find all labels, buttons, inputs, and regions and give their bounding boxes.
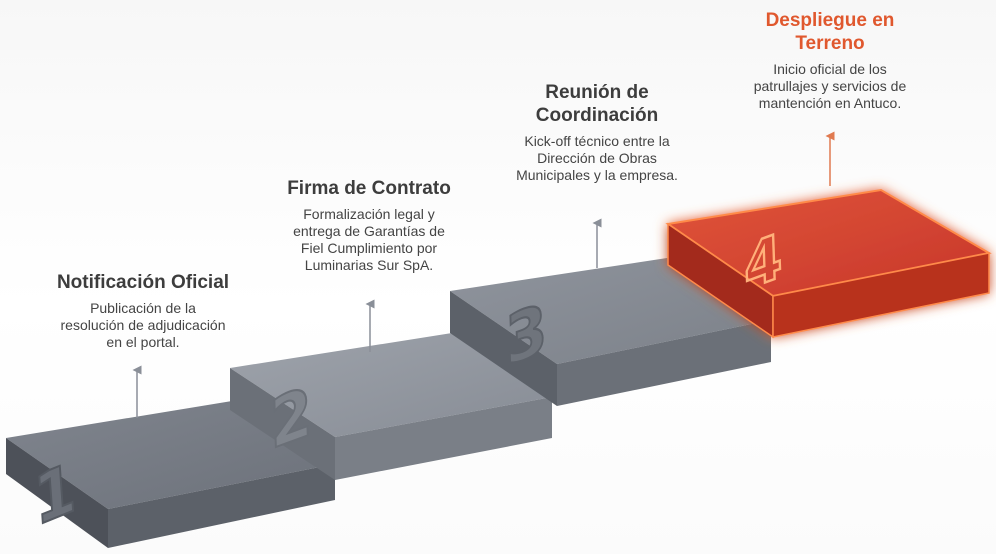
step-1-description: Publicación de la resolución de adjudica… <box>25 300 261 351</box>
step-2-description-line: Luminarias Sur SpA. <box>304 257 434 273</box>
step-block-4: 4 <box>665 188 992 339</box>
step-4-label: Despliegue en Terreno Inicio oficial de … <box>717 9 943 112</box>
step-3-title-line: Coordinación <box>535 105 659 126</box>
step-2-number: 2 <box>269 372 314 465</box>
step-4-description-line: Inicio oficial de los <box>773 61 887 77</box>
step-2-description-line: Formalización legal y <box>303 206 435 222</box>
step-3-description: Kick-off técnico entre la Dirección de O… <box>478 133 716 184</box>
step-3-number: 3 <box>504 289 549 382</box>
step-4-description-line: patrullajes y servicios de <box>753 78 907 94</box>
step-4-front-face <box>772 252 990 338</box>
step-1-label: Notificación Oficial Publicación de la r… <box>25 271 261 351</box>
step-block-3: 3 <box>450 258 771 406</box>
step-4-description: Inicio oficial de los patrullajes y serv… <box>717 61 943 112</box>
step-4-description-line: mantención en Antuco. <box>758 95 902 111</box>
step-2-description: Formalización legal y entrega de Garantí… <box>258 206 480 274</box>
step-1-number: 1 <box>32 448 79 542</box>
step-3-title: Reunión de Coordinación <box>478 81 716 127</box>
step-4-title: Despliegue en Terreno <box>717 9 943 55</box>
step-3-label: Reunión de Coordinación Kick-off técnico… <box>478 81 716 184</box>
step-3-top <box>450 258 771 364</box>
step-2-description-line: Fiel Cumplimiento por <box>300 240 438 256</box>
step-1-front-face <box>108 464 335 548</box>
step-2-description-line: entrega de Garantías de <box>293 223 445 239</box>
step-2-left-face <box>230 368 335 480</box>
step-3-title-line: Reunión de <box>545 82 649 103</box>
step-3-description-line: Dirección de Obras <box>537 150 657 166</box>
step-block-1: 1 <box>6 401 335 548</box>
step-4-title-line: Terreno <box>795 33 865 54</box>
step-3-front-face <box>557 320 771 406</box>
step-1-description-line: Publicación de la <box>90 300 196 316</box>
step-1-left-face <box>6 438 108 548</box>
step-2-top <box>230 333 552 437</box>
step-1-title: Notificación Oficial <box>56 272 230 293</box>
step-1-description-line: resolución de adjudicación <box>60 317 226 333</box>
step-1-top <box>6 401 335 509</box>
step-3-left-face <box>450 291 557 406</box>
step-4-number: 4 <box>743 221 783 305</box>
step-2-label: Firma de Contrato Formalización legal y … <box>258 177 480 274</box>
step-4-title-line: Despliegue en <box>765 10 895 31</box>
step-3-description-line: Kick-off técnico entre la <box>524 133 670 149</box>
step-3-description-line: Municipales y la empresa. <box>516 167 678 183</box>
step-block-2: 2 <box>230 333 552 480</box>
step-2-front-face <box>335 397 552 480</box>
step-2-title: Firma de Contrato <box>287 178 451 199</box>
step-1-description-line: en el portal. <box>106 334 180 350</box>
